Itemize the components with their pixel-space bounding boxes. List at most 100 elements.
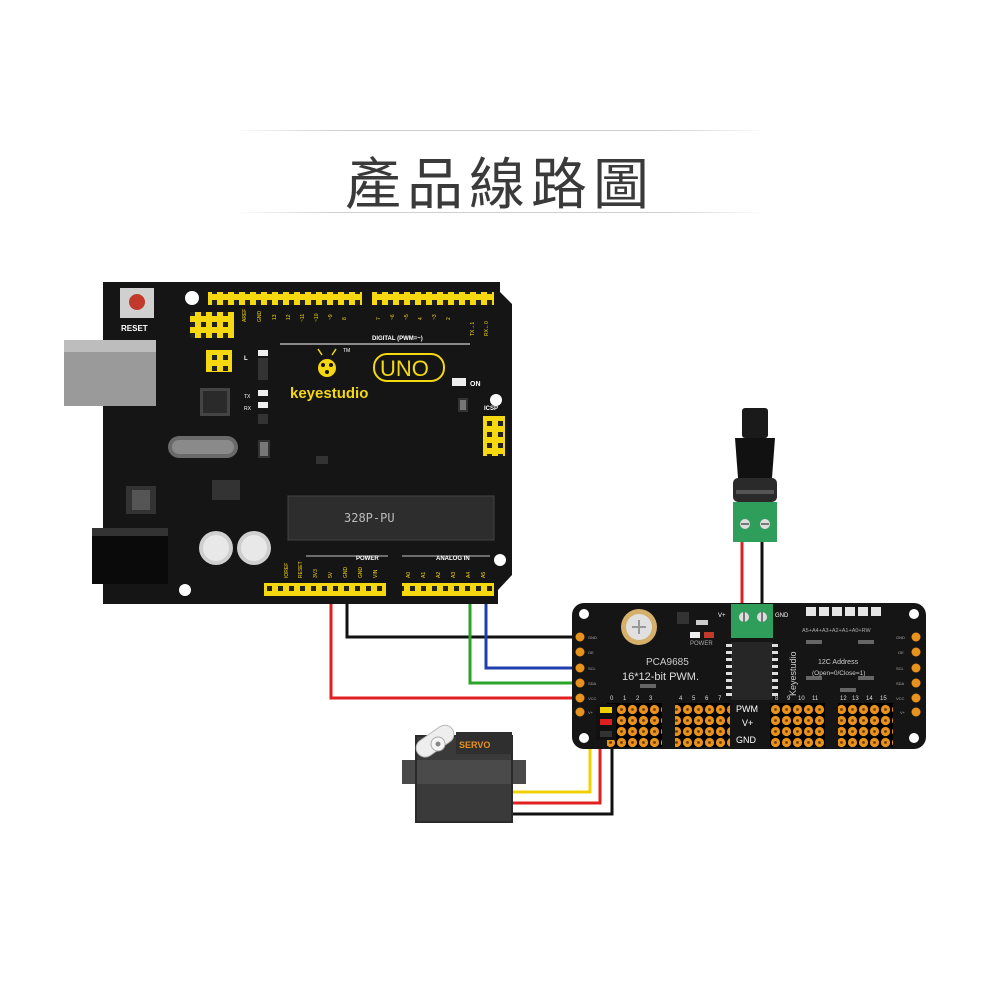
svg-text:~9: ~9 — [328, 314, 334, 320]
svg-text:3: 3 — [649, 696, 653, 702]
svg-text:PCA9685: PCA9685 — [646, 657, 689, 668]
svg-text:GND: GND — [257, 311, 263, 323]
svg-text:GND: GND — [736, 735, 757, 745]
title-divider-top — [230, 130, 770, 131]
svg-text:8: 8 — [342, 317, 348, 320]
svg-text:5V: 5V — [328, 571, 334, 578]
svg-text:GND: GND — [896, 635, 905, 640]
svg-text:POWER: POWER — [356, 556, 379, 562]
svg-text:A4: A4 — [466, 572, 472, 578]
svg-text:12: 12 — [286, 314, 292, 320]
svg-text:~11: ~11 — [300, 314, 306, 322]
svg-text:TX→1: TX→1 — [470, 322, 476, 336]
svg-text:POWER: POWER — [690, 641, 713, 647]
dc-jack-adapter — [733, 408, 777, 542]
servo-header-4-7 — [675, 703, 730, 747]
svg-text:TX: TX — [244, 394, 251, 400]
svg-text:10: 10 — [798, 696, 805, 702]
svg-text:GND: GND — [775, 613, 789, 619]
svg-text:V+: V+ — [900, 710, 906, 715]
svg-text:7: 7 — [376, 317, 382, 320]
svg-text:0: 0 — [610, 696, 614, 702]
svg-text:PWM: PWM — [736, 704, 758, 714]
svg-text:VIN: VIN — [373, 569, 379, 578]
analog-header — [402, 583, 494, 596]
icsp-header — [483, 416, 505, 456]
svg-text:GND: GND — [358, 567, 364, 579]
svg-text:RX←0: RX←0 — [484, 321, 490, 336]
svg-text:1: 1 — [623, 696, 627, 702]
svg-text:V+: V+ — [588, 710, 594, 715]
page-title: 產品線路圖 — [345, 153, 655, 218]
wire-scl — [484, 590, 585, 670]
svg-text:VCC: VCC — [588, 696, 597, 701]
power-jack — [92, 528, 168, 584]
svg-text:IOREF: IOREF — [284, 563, 290, 578]
svg-text:13: 13 — [852, 696, 859, 702]
svg-text:A1: A1 — [421, 572, 427, 578]
svg-text:3V3: 3V3 — [313, 569, 319, 578]
svg-text:GND: GND — [343, 567, 349, 579]
svg-text:15: 15 — [880, 696, 887, 702]
servo-header-8-11 — [770, 703, 825, 747]
svg-text:14: 14 — [866, 696, 873, 702]
title-divider-bottom — [230, 212, 770, 213]
svg-text:6: 6 — [705, 696, 709, 702]
svg-text:12: 12 — [840, 696, 847, 702]
power-header — [264, 583, 386, 596]
svg-text:12C Address: 12C Address — [818, 659, 859, 666]
digital-header-a — [208, 292, 362, 305]
svg-text:SDA: SDA — [896, 681, 905, 686]
svg-text:A0: A0 — [406, 572, 412, 578]
uno-logo — [373, 353, 445, 382]
svg-text:AREF: AREF — [242, 309, 248, 322]
power-terminal — [731, 604, 773, 638]
left-pin-column — [575, 632, 585, 717]
svg-text:VCC: VCC — [896, 696, 905, 701]
title-area: 產品線路圖 — [0, 120, 1000, 230]
svg-text:RESET: RESET — [298, 561, 304, 578]
svg-text:OE: OE — [588, 650, 594, 655]
svg-text:Keyestudio: Keyestudio — [788, 651, 798, 696]
svg-text:TM: TM — [343, 348, 350, 354]
svg-text:SCL: SCL — [588, 666, 597, 671]
arduino-uno-board: RESET AREF GND 13 12 ~11 ~10 ~9 8 7 ~6 ~… — [64, 282, 512, 604]
servo-header-0-3 — [607, 703, 662, 747]
svg-text:5: 5 — [692, 696, 696, 702]
svg-text:7: 7 — [718, 696, 722, 702]
svg-text:A5: A5 — [481, 572, 487, 578]
svg-text:RX: RX — [244, 406, 252, 412]
svg-text:ANALOG IN: ANALOG IN — [436, 556, 470, 562]
svg-text:2: 2 — [446, 317, 452, 320]
atmega-chip — [288, 496, 494, 540]
svg-text:RESET: RESET — [121, 324, 148, 333]
wire-gnd — [345, 590, 585, 639]
svg-text:OE: OE — [898, 650, 904, 655]
svg-text:11: 11 — [812, 696, 819, 702]
svg-text:328P-PU: 328P-PU — [344, 511, 395, 525]
right-pin-column — [911, 632, 921, 717]
svg-text:~10: ~10 — [314, 313, 320, 322]
svg-text:DIGITAL (PWM=~): DIGITAL (PWM=~) — [372, 336, 423, 342]
keyestudio-logo: TM — [317, 348, 350, 377]
svg-text:4: 4 — [679, 696, 683, 702]
svg-text:16*12-bit PWM.: 16*12-bit PWM. — [622, 671, 699, 683]
svg-text:SDA: SDA — [588, 681, 597, 686]
svg-text:V+: V+ — [742, 718, 753, 728]
svg-text:2: 2 — [636, 696, 640, 702]
wire-vcc — [329, 590, 585, 700]
svg-text:UNO: UNO — [380, 356, 429, 381]
wire-sda — [468, 590, 585, 685]
svg-text:~3: ~3 — [432, 314, 438, 320]
svg-text:4: 4 — [418, 317, 424, 320]
svg-text:L: L — [244, 356, 248, 362]
svg-text:13: 13 — [272, 314, 278, 320]
svg-text:SCL: SCL — [896, 666, 905, 671]
servo-motor: SERVO — [402, 724, 526, 823]
digital-header-b — [372, 292, 494, 305]
svg-text:9: 9 — [787, 696, 791, 702]
svg-text:~5: ~5 — [404, 314, 410, 320]
svg-text:A2: A2 — [436, 572, 442, 578]
servo-header-12-15 — [838, 703, 893, 747]
